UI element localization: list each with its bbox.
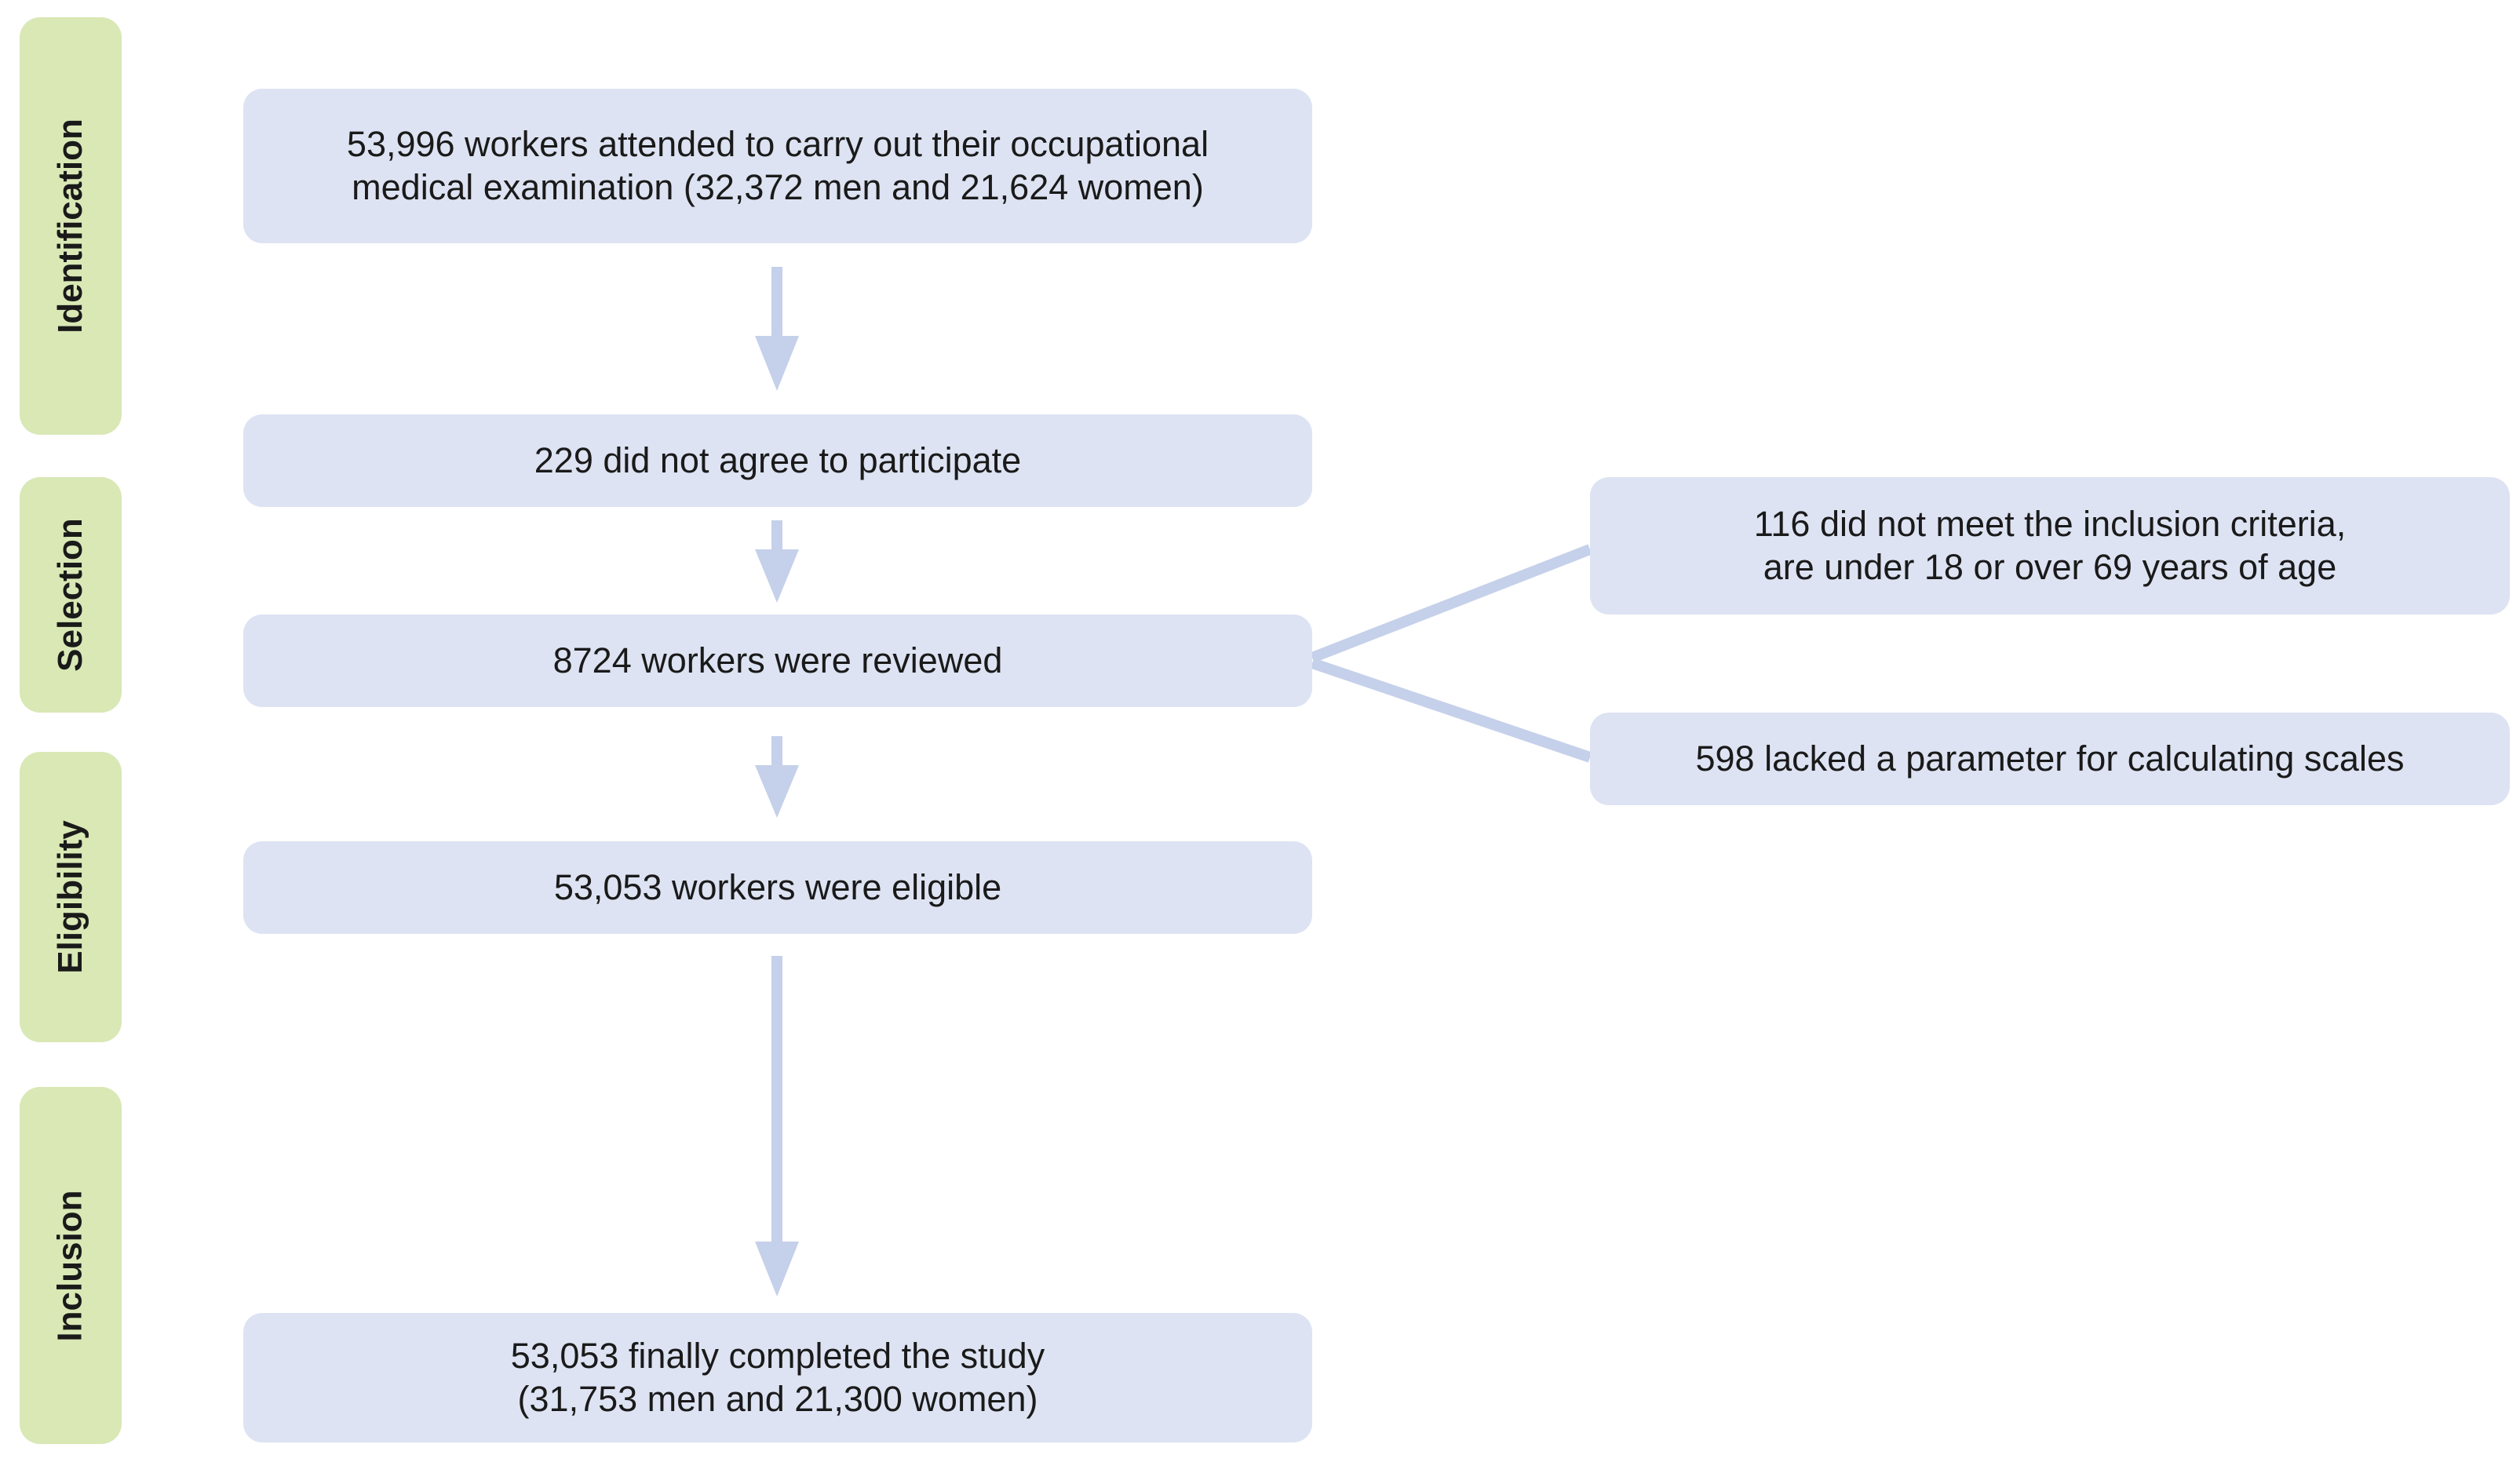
box-excluded-criteria: 116 did not meet the inclusion criteria,… [1590, 477, 2510, 614]
box-eligible-text: 53,053 workers were eligible [553, 866, 1002, 907]
box-attended-line2: medical examination (32,372 men and 21,6… [352, 166, 1204, 207]
box-reviewed: 8724 workers were reviewed [243, 614, 1312, 707]
box-reviewed-text: 8724 workers were reviewed [553, 640, 1003, 680]
box-attended: 53,996 workers attended to carry out the… [243, 89, 1312, 243]
arrow-head-3 [755, 765, 799, 818]
branch-line-lower [1310, 658, 1592, 763]
arrow-head-1 [755, 336, 799, 391]
box-attended-line1: 53,996 workers attended to carry out the… [346, 123, 1209, 164]
box-excluded-criteria-line1: 116 did not meet the inclusion criteria, [1753, 503, 2347, 544]
box-excluded-parameter: 598 lacked a parameter for calculating s… [1590, 713, 2510, 805]
phase-eligibility-label: Eligibility [51, 820, 90, 974]
box-excluded-criteria-line2: are under 18 or over 69 years of age [1763, 546, 2337, 587]
phase-inclusion-label: Inclusion [51, 1189, 89, 1342]
phase-identification: Identification [20, 17, 122, 435]
box-declined: 229 did not agree to participate [243, 414, 1312, 507]
phase-selection: Selection [20, 477, 122, 713]
box-excluded-parameter-text: 598 lacked a parameter for calculating s… [1695, 738, 2405, 779]
box-declined-text: 229 did not agree to participate [534, 439, 1022, 480]
box-eligible: 53,053 workers were eligible [243, 841, 1312, 934]
box-completed-line1: 53,053 finally completed the study [510, 1335, 1045, 1376]
phase-identification-label: Identification [51, 119, 89, 334]
arrow-head-4 [755, 1242, 799, 1296]
phase-eligibility: Eligibility [20, 752, 122, 1042]
branch-line-upper [1310, 544, 1592, 663]
box-completed-line2: (31,753 men and 21,300 women) [517, 1378, 1038, 1419]
phase-inclusion: Inclusion [20, 1087, 122, 1444]
box-completed: 53,053 finally completed the study (31,7… [243, 1313, 1312, 1442]
phase-selection-label: Selection [51, 518, 89, 672]
arrow-head-2 [755, 549, 799, 603]
